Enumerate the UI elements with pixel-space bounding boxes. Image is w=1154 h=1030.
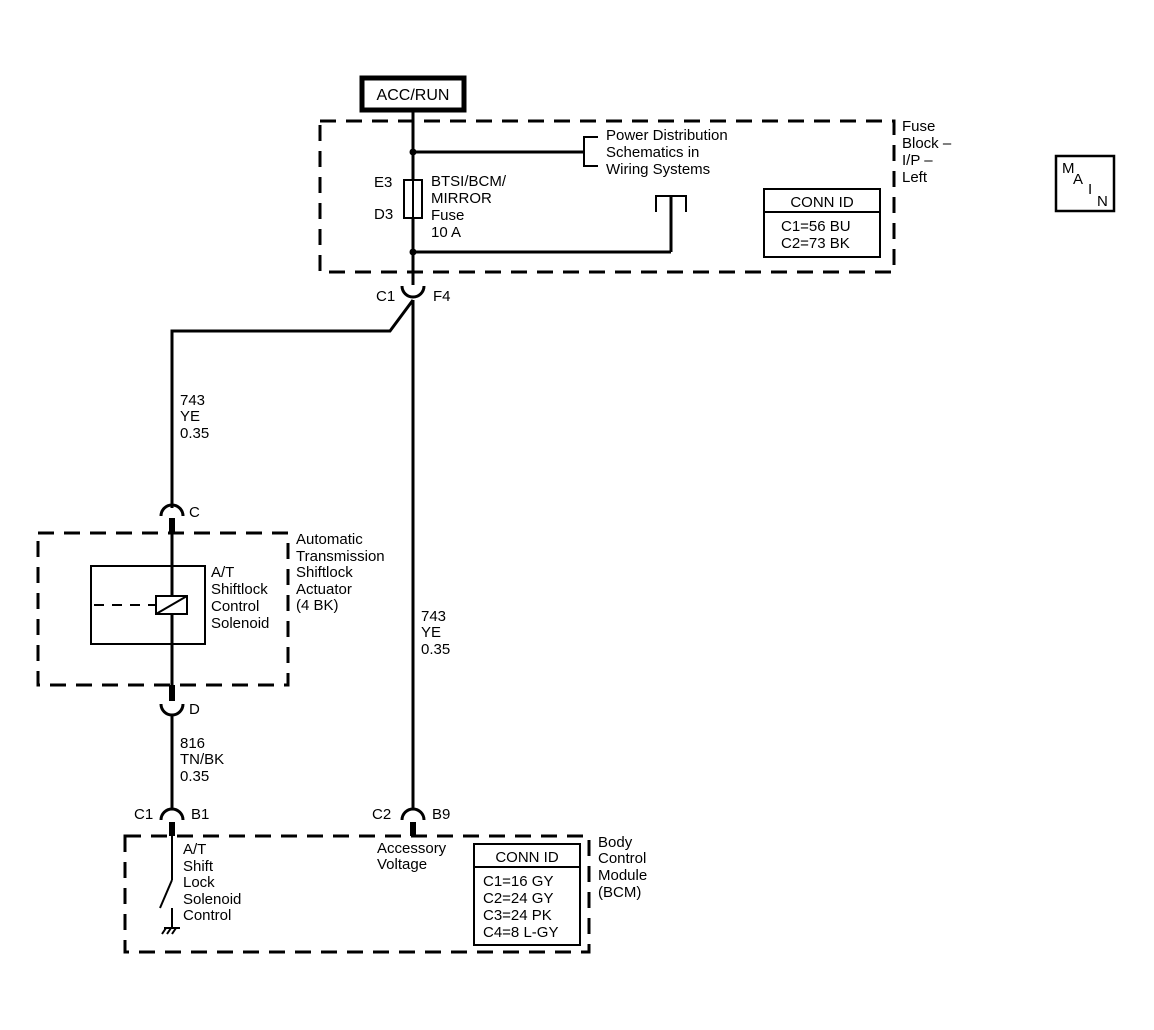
svg-text:C2=24 GY: C2=24 GY [483,890,553,907]
bcm-conn-id: CONN ID C1=16 GY C2=24 GY C3=24 PK C4=8 … [473,843,581,946]
svg-text:F4: F4 [433,288,451,305]
svg-text:Fuse: Fuse [902,118,935,135]
svg-text:C1=16 GY: C1=16 GY [483,873,553,890]
svg-text:Lock: Lock [183,874,215,891]
svg-text:Accessory: Accessory [377,840,447,857]
actuator-connector-c: C [159,503,200,533]
solenoid-coil-icon [155,595,188,615]
svg-text:Control: Control [183,907,231,924]
svg-text:816: 816 [180,735,205,752]
acc-run-source: ACC/RUN [359,75,467,113]
bcm-name: Body Control Module (BCM) [598,834,647,901]
power-distribution-label: Power Distribution Schematics in Wiring … [606,127,728,178]
svg-text:(BCM): (BCM) [598,884,641,901]
actuator-connector-d: D [159,685,200,718]
actuator-outline [36,531,290,687]
svg-text:MIRROR: MIRROR [431,190,492,207]
svg-text:0.35: 0.35 [180,768,209,785]
svg-text:N: N [1097,193,1108,210]
fuse-terminal-e3: E3 [374,174,392,191]
svg-text:Shiftlock: Shiftlock [211,581,268,598]
svg-text:YE: YE [421,624,441,641]
svg-text:A/T: A/T [211,564,234,581]
fuse-label: BTSI/BCM/ MIRROR Fuse 10 A [431,173,507,241]
fuse-block-outline [318,119,896,274]
svg-text:10 A: 10 A [431,224,461,241]
svg-text:Fuse: Fuse [431,207,464,224]
shift-lock-switch [159,836,173,928]
fuse-block-name: Fuse Block – I/P – Left [902,118,952,186]
svg-text:Wiring Systems: Wiring Systems [606,161,710,178]
actuator-name: Automatic Transmission Shiftlock Actuato… [296,531,385,614]
svg-text:M: M [1062,160,1075,177]
svg-text:B9: B9 [432,806,450,823]
svg-text:C1: C1 [134,806,153,823]
svg-text:C: C [189,504,200,521]
ground-icon [161,927,180,935]
svg-text:CONN ID: CONN ID [495,849,559,866]
bcm-connector-c1-b1: C1 B1 [134,806,209,836]
fuse-block-conn-id: CONN ID C1=56 BU C2=73 BK [763,188,881,258]
svg-text:Module: Module [598,867,647,884]
svg-text:743: 743 [421,608,446,625]
bcm-connector-c2-b9: C2 B9 [372,806,450,836]
power-distribution-bracket [583,136,598,167]
wire-816-label: 816 TN/BK 0.35 [180,735,224,785]
main-badge: M A I N [1054,154,1116,213]
svg-text:Control: Control [598,850,646,867]
wire-743-left-label: 743 YE 0.35 [180,392,209,442]
svg-text:Voltage: Voltage [377,856,427,873]
svg-text:Power Distribution: Power Distribution [606,127,728,144]
svg-text:(4 BK): (4 BK) [296,597,339,614]
svg-text:Block –: Block – [902,135,952,152]
svg-text:A/T: A/T [183,841,206,858]
svg-text:B1: B1 [191,806,209,823]
svg-text:Solenoid: Solenoid [211,615,269,632]
svg-text:C2: C2 [372,806,391,823]
svg-text:BTSI/BCM/: BTSI/BCM/ [431,173,507,190]
svg-text:C4=8 L-GY: C4=8 L-GY [483,924,558,941]
svg-text:Schematics in: Schematics in [606,144,699,161]
switch-label: A/T Shift Lock Solenoid Control [183,841,241,924]
svg-text:Control: Control [211,598,259,615]
svg-text:D: D [189,701,200,718]
svg-text:Solenoid: Solenoid [183,891,241,908]
acc-run-label: ACC/RUN [377,87,450,104]
svg-text:Shiftlock: Shiftlock [296,564,353,581]
svg-text:Transmission: Transmission [296,548,385,565]
svg-text:CONN ID: CONN ID [790,194,854,211]
svg-text:C2=73 BK: C2=73 BK [781,235,850,252]
svg-text:0.35: 0.35 [421,641,450,658]
accessory-voltage-label: Accessory Voltage [377,840,447,873]
svg-text:743: 743 [180,392,205,409]
svg-text:C3=24 PK: C3=24 PK [483,907,552,924]
svg-text:I/P –: I/P – [902,152,933,169]
svg-text:Shift: Shift [183,858,214,875]
svg-text:0.35: 0.35 [180,425,209,442]
svg-text:A: A [1073,171,1083,188]
svg-text:C1: C1 [376,288,395,305]
solenoid-label: A/T Shiftlock Control Solenoid [211,564,269,632]
bcm-outline [123,834,591,954]
wire-743-center-label: 743 YE 0.35 [421,608,450,658]
svg-text:I: I [1088,181,1092,198]
svg-text:Actuator: Actuator [296,581,352,598]
svg-text:C1=56 BU: C1=56 BU [781,218,851,235]
svg-text:Left: Left [902,169,928,186]
connector-c1-f4: C1 F4 [376,285,451,305]
svg-text:Automatic: Automatic [296,531,363,548]
svg-text:Body: Body [598,834,633,851]
svg-text:TN/BK: TN/BK [180,751,224,768]
wire-743-left [170,299,415,508]
svg-text:YE: YE [180,408,200,425]
fuse-terminal-d3: D3 [374,206,393,223]
